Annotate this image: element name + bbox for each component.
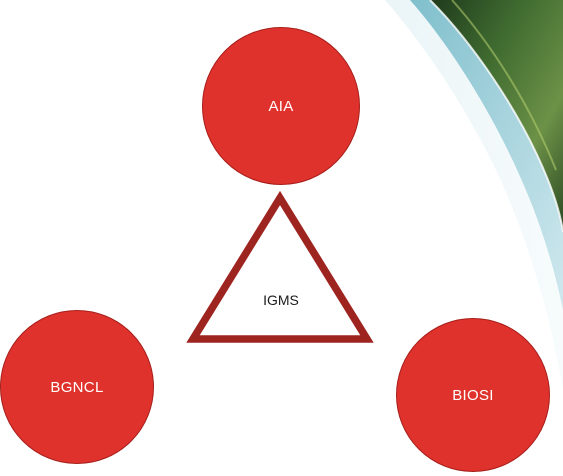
node-aia: AIA <box>202 27 360 185</box>
node-biosi-label: BIOSI <box>452 386 494 404</box>
center-triangle-label: IGMS <box>263 292 299 308</box>
triangle-shape <box>186 190 374 343</box>
node-biosi: BIOSI <box>396 318 550 472</box>
node-bgncl-label: BGNCL <box>50 378 104 396</box>
node-aia-label: AIA <box>268 97 294 115</box>
node-bgncl: BGNCL <box>0 310 154 464</box>
swoosh-highlight <box>451 0 557 171</box>
swoosh-edge <box>429 0 563 233</box>
swoosh-green-band <box>430 0 563 232</box>
